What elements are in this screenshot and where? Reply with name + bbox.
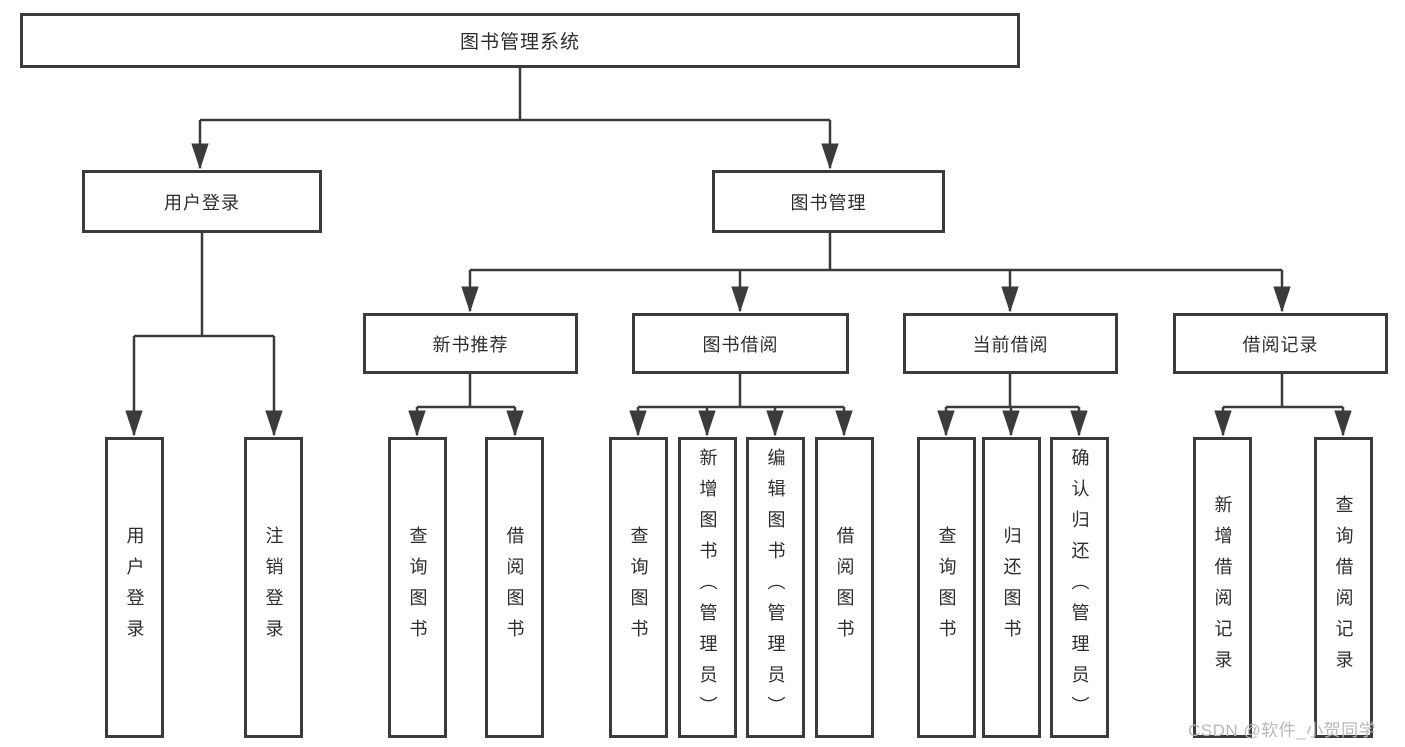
- node-root: 图书管理系统: [20, 13, 1020, 68]
- node-current-borrow: 当前借阅: [903, 313, 1118, 374]
- leaf-edit-books-admin: 编辑图书（管理员）: [746, 437, 805, 738]
- leaf-query-borrow-record: 查询借阅记录: [1314, 437, 1373, 738]
- leaf-recommend-query-books: 查询图书: [388, 437, 447, 738]
- leaf-add-books-admin: 新增图书（管理员）: [678, 437, 737, 738]
- node-borrow-records: 借阅记录: [1173, 313, 1388, 374]
- leaf-current-query-books: 查询图书: [917, 437, 976, 738]
- leaf-confirm-return-admin: 确认归还（管理员）: [1050, 437, 1109, 738]
- leaf-borrow-books: 借阅图书: [815, 437, 874, 738]
- node-book-management: 图书管理: [712, 170, 945, 233]
- leaf-add-borrow-record: 新增借阅记录: [1193, 437, 1252, 738]
- leaf-return-books: 归还图书: [982, 437, 1041, 738]
- leaf-borrow-query-books: 查询图书: [609, 437, 668, 738]
- leaf-recommend-borrow-books: 借阅图书: [485, 437, 544, 738]
- leaf-user-login: 用户登录: [105, 437, 164, 738]
- node-user-login: 用户登录: [82, 170, 322, 233]
- leaf-logout: 注销登录: [244, 437, 303, 738]
- node-book-borrow: 图书借阅: [632, 313, 849, 374]
- watermark: CSDN @软件_小贺同学: [1188, 721, 1377, 740]
- node-new-book-recommend: 新书推荐: [363, 313, 578, 374]
